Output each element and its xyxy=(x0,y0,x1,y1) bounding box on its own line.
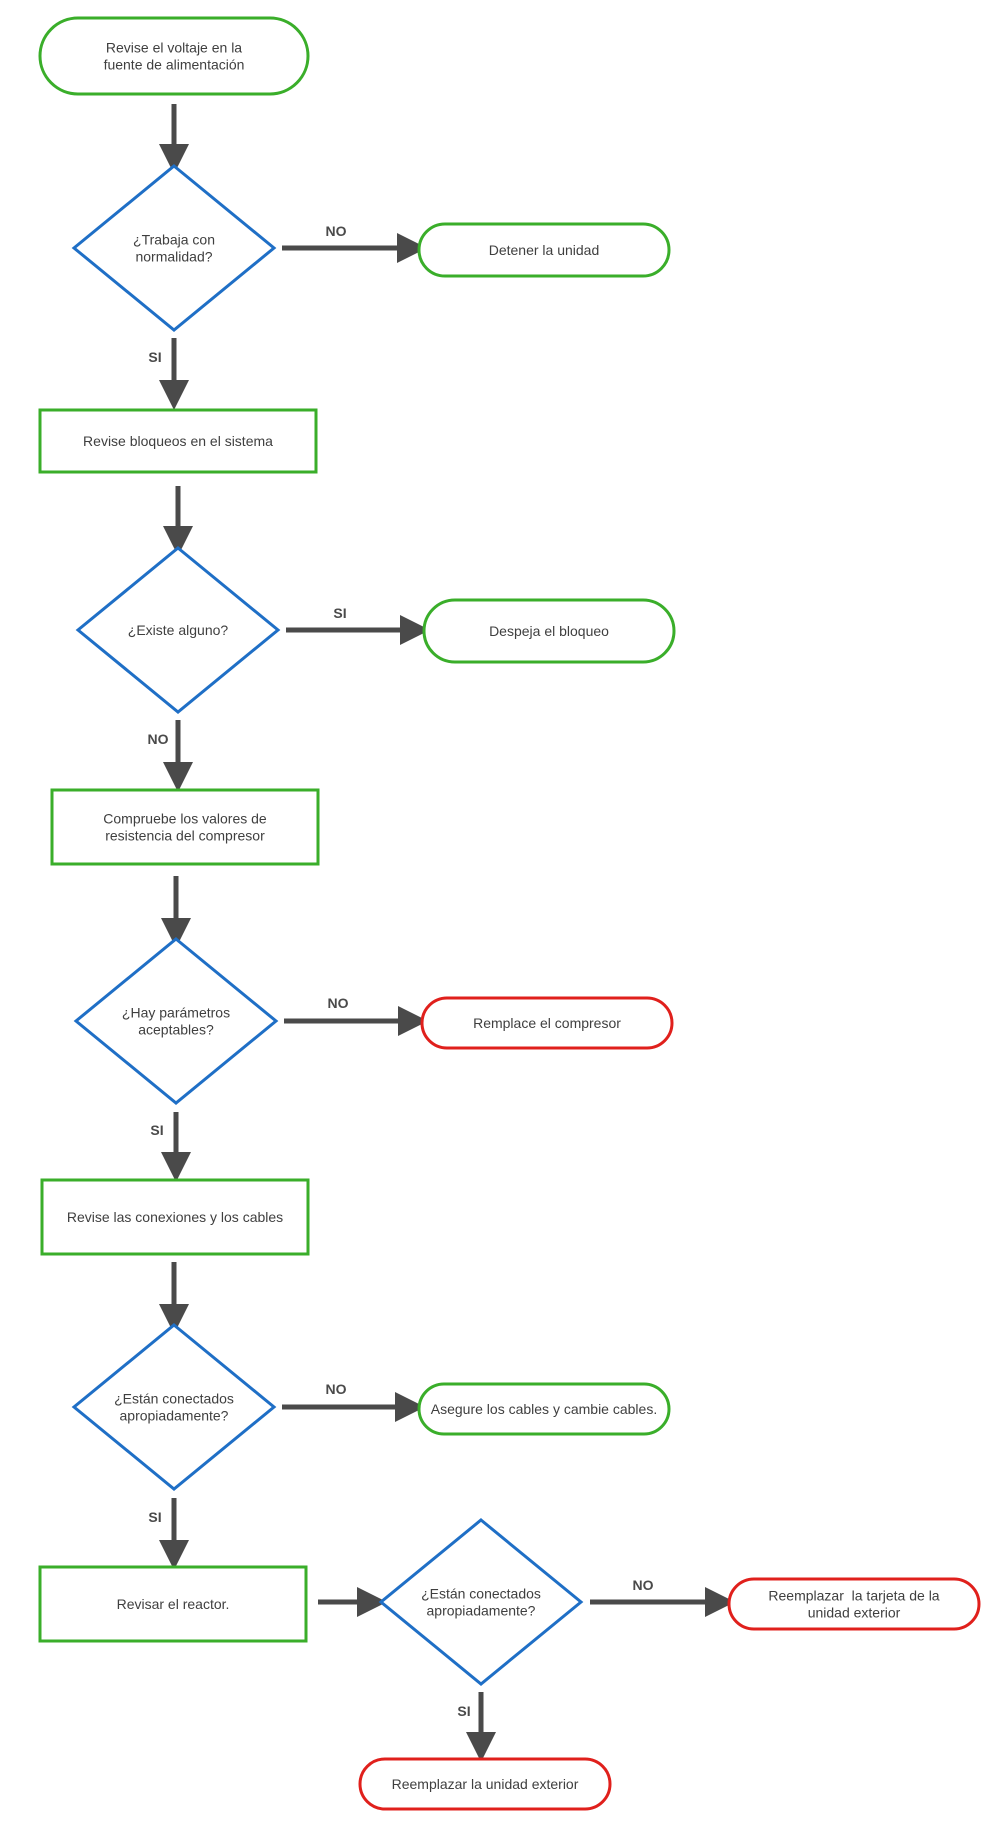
node-label: Revise el voltaje en la xyxy=(106,40,242,56)
decision-diamond xyxy=(71,164,277,332)
edge-label: SI xyxy=(150,1122,163,1138)
terminal-shape xyxy=(422,598,676,664)
edge-q_connected_1-to-secure_cables: NO xyxy=(282,1381,425,1422)
terminal-shape xyxy=(358,1757,612,1811)
node-clear-block: Despeja el bloqueo xyxy=(422,598,676,664)
edge-label: SI xyxy=(333,605,346,621)
node-replace-compressor: Remplace el compresor xyxy=(420,996,674,1050)
edge-label: SI xyxy=(457,1703,470,1719)
edge-q_exists-to-clear_block: SI xyxy=(286,605,430,645)
node-label: fuente de alimentación xyxy=(104,57,245,73)
node-label: Compruebe los valores de xyxy=(103,811,267,827)
decision-diamond xyxy=(73,937,279,1105)
process-box xyxy=(38,408,318,474)
node-label: apropiadamente? xyxy=(427,1603,536,1619)
node-label: unidad exterior xyxy=(808,1605,901,1621)
node-label: Reemplazar la unidad exterior xyxy=(392,1776,579,1792)
node-label: ¿Están conectados xyxy=(421,1586,541,1602)
decision-diamond xyxy=(378,1518,584,1686)
node-label: ¿Están conectados xyxy=(114,1391,234,1407)
node-label: ¿Existe alguno? xyxy=(128,622,229,638)
node-label: Remplace el compresor xyxy=(473,1015,621,1031)
node-label: Despeja el bloqueo xyxy=(489,623,609,639)
process-box xyxy=(38,1565,308,1643)
node-label: apropiadamente? xyxy=(120,1408,229,1424)
edge-q_normal-to-check_blocks: SI xyxy=(148,338,189,410)
node-label: ¿Hay parámetros xyxy=(122,1005,230,1021)
edge-label: NO xyxy=(633,1577,654,1593)
edge-q_params-to-replace_compressor: NO xyxy=(284,995,428,1036)
node-replace-outdoor: Reemplazar la unidad exterior xyxy=(358,1757,612,1811)
terminal-shape xyxy=(727,1577,981,1631)
edge-label: NO xyxy=(328,995,349,1011)
node-check-reactor: Revisar el reactor. xyxy=(38,1565,308,1643)
edge-q_exists-to-check_resistance: NO xyxy=(148,720,193,792)
node-stop-unit: Detener la unidad xyxy=(417,222,671,278)
node-q-exists: ¿Existe alguno? xyxy=(75,546,281,714)
edge-q_connected_1-to-check_reactor: SI xyxy=(148,1498,189,1570)
node-label: Revisar el reactor. xyxy=(117,1596,230,1612)
terminal-shape xyxy=(417,1382,671,1436)
node-label: ¿Trabaja con xyxy=(133,232,215,248)
edge-q_connected_2-to-replace_board: NO xyxy=(590,1577,735,1617)
edge-label: SI xyxy=(148,349,161,365)
decision-diamond xyxy=(75,546,281,714)
edge-label: NO xyxy=(148,731,169,747)
edge-q_params-to-check_connections: SI xyxy=(150,1112,191,1182)
node-label: aceptables? xyxy=(138,1022,214,1038)
terminal-shape xyxy=(38,16,310,96)
node-label: Detener la unidad xyxy=(489,242,600,258)
terminal-shape xyxy=(420,996,674,1050)
decision-diamond xyxy=(71,1323,277,1491)
process-box xyxy=(50,788,320,866)
edge-label: SI xyxy=(148,1509,161,1525)
node-label: Reemplazar la tarjeta de la xyxy=(768,1588,939,1604)
node-label: normalidad? xyxy=(135,249,212,265)
node-label: Asegure los cables y cambie cables. xyxy=(431,1401,657,1417)
edge-label: NO xyxy=(326,223,347,239)
edge-q_normal-to-stop_unit: NO xyxy=(282,223,427,263)
node-check-connections: Revise las conexiones y los cables xyxy=(40,1178,310,1256)
edge-label: NO xyxy=(326,1381,347,1397)
node-label: Revise las conexiones y los cables xyxy=(67,1209,283,1225)
node-secure-cables: Asegure los cables y cambie cables. xyxy=(417,1382,671,1436)
terminal-shape xyxy=(417,222,671,278)
node-label: Revise bloqueos en el sistema xyxy=(83,433,273,449)
node-label: resistencia del compresor xyxy=(105,828,265,844)
process-box xyxy=(40,1178,310,1256)
edge-q_connected_2-to-replace_outdoor: SI xyxy=(457,1692,496,1762)
node-check-blocks: Revise bloqueos en el sistema xyxy=(38,408,318,474)
